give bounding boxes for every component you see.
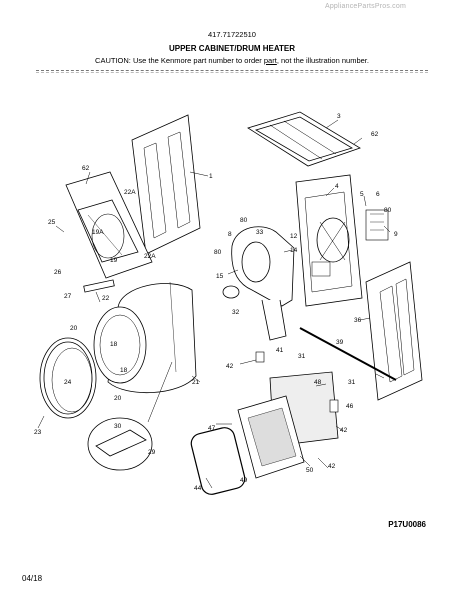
callout-31-a: 31 bbox=[298, 353, 306, 360]
callout-15: 15 bbox=[216, 273, 224, 280]
callout-23: 23 bbox=[34, 429, 42, 436]
callout-33: 33 bbox=[256, 229, 264, 236]
callout-42-a: 42 bbox=[226, 363, 234, 370]
front-panel bbox=[65, 171, 153, 293]
callout-80-right: 80 bbox=[384, 207, 392, 214]
callout-49: 49 bbox=[240, 477, 248, 484]
caution-prefix: CAUTION: Use the Kenmore part number to … bbox=[95, 56, 264, 65]
drum-rings bbox=[39, 337, 97, 419]
side-panel bbox=[365, 261, 423, 401]
callout-44: 44 bbox=[194, 485, 202, 492]
callout-30: 30 bbox=[114, 423, 122, 430]
callout-12: 12 bbox=[290, 233, 298, 240]
callout-19: 19 bbox=[110, 257, 118, 264]
callout-22a-2: 22A bbox=[144, 253, 156, 260]
callout-1: 1 bbox=[209, 173, 213, 180]
callout-18-b: 18 bbox=[120, 367, 128, 374]
front-bulkhead bbox=[222, 226, 295, 341]
callout-50: 50 bbox=[306, 467, 314, 474]
site-watermark: AppliancePartsPros.com bbox=[324, 3, 406, 10]
callout-80-left: 80 bbox=[214, 249, 222, 256]
callout-14: 14 bbox=[290, 247, 298, 254]
caution-suffix: , not the illustration number. bbox=[276, 56, 369, 65]
header-divider bbox=[36, 70, 428, 71]
callout-6: 6 bbox=[376, 191, 380, 198]
callout-21: 21 bbox=[192, 379, 200, 386]
callout-42-b: 42 bbox=[340, 427, 348, 434]
callout-26: 26 bbox=[54, 269, 62, 276]
caution-note: CAUTION: Use the Kenmore part number to … bbox=[0, 56, 464, 65]
callout-22a-1: 22A bbox=[124, 189, 136, 196]
callout-80-mid: 80 bbox=[240, 217, 248, 224]
revision-date: 04/18 bbox=[22, 574, 43, 583]
drum bbox=[93, 281, 197, 394]
callout-48: 48 bbox=[314, 379, 322, 386]
callout-5: 5 bbox=[360, 191, 364, 198]
callout-18-a: 18 bbox=[110, 341, 118, 348]
callout-25: 25 bbox=[48, 219, 56, 226]
page-title: UPPER CABINET/DRUM HEATER bbox=[168, 44, 296, 53]
callout-20-top: 20 bbox=[70, 325, 78, 332]
callout-62-top: 62 bbox=[371, 131, 379, 138]
callout-22: 22 bbox=[102, 295, 110, 302]
callout-36: 36 bbox=[354, 317, 362, 324]
lint-housing bbox=[190, 351, 339, 495]
callout-24: 24 bbox=[64, 379, 72, 386]
baffle-detail bbox=[87, 361, 173, 471]
cabinet-strip bbox=[299, 327, 397, 381]
figure-id: P17U0086 bbox=[388, 520, 426, 529]
callout-4: 4 bbox=[335, 183, 339, 190]
top-panel bbox=[247, 111, 361, 167]
callout-32: 32 bbox=[232, 309, 240, 316]
callout-8: 8 bbox=[228, 231, 232, 238]
rear-panel bbox=[131, 114, 201, 255]
callout-46: 46 bbox=[346, 403, 354, 410]
callout-9: 9 bbox=[394, 231, 398, 238]
callout-31-b: 31 bbox=[348, 379, 356, 386]
callout-47: 47 bbox=[208, 425, 216, 432]
callout-27: 27 bbox=[64, 293, 72, 300]
callout-20-bottom: 20 bbox=[114, 395, 122, 402]
callout-3: 3 bbox=[337, 113, 341, 120]
callout-19a: 19A bbox=[92, 229, 104, 236]
callout-62-left: 62 bbox=[82, 165, 90, 172]
callout-42-c: 42 bbox=[328, 463, 336, 470]
header-divider-2 bbox=[36, 72, 428, 73]
callout-39: 39 bbox=[336, 339, 344, 346]
model-number: 417.71722510 bbox=[208, 30, 256, 39]
caution-underlined: part bbox=[263, 56, 277, 65]
callout-29: 29 bbox=[148, 449, 156, 456]
callout-41: 41 bbox=[276, 347, 284, 354]
bulkhead-housing bbox=[295, 174, 389, 307]
